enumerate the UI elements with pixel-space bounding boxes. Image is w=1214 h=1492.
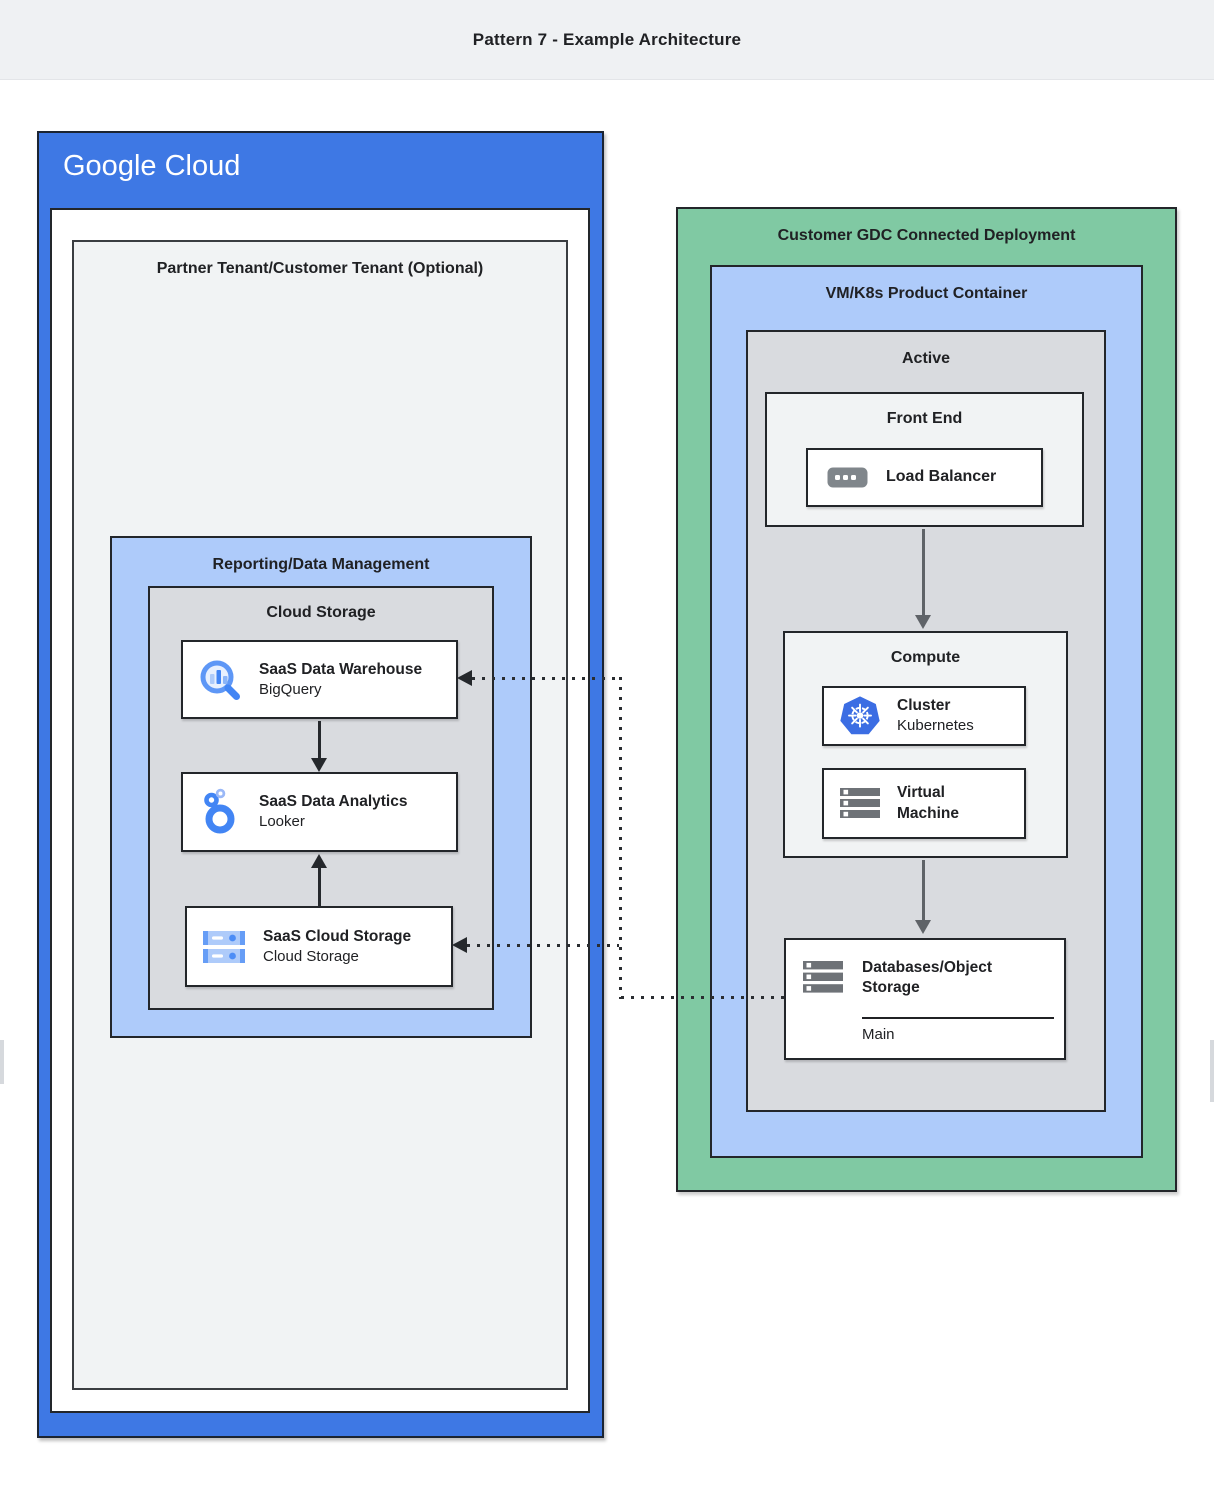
looker-icon (197, 788, 243, 836)
card-title: Cluster (897, 697, 951, 715)
page-edge-left (0, 1040, 4, 1084)
card-saas-data-warehouse: SaaS Data Warehouse BigQuery (181, 640, 458, 719)
arrow-frontend-to-compute (922, 529, 925, 616)
dotted-arrowhead-to-warehouse (457, 670, 472, 686)
card-title: Databases/Object Storage (862, 959, 993, 997)
arrow-compute-to-databases (922, 860, 925, 921)
card-title: SaaS Data Analytics (259, 793, 408, 811)
compute-title: Compute (890, 649, 961, 666)
reporting-title: Reporting/Data Management (212, 556, 430, 573)
dotted-line-to-cloud-storage (467, 944, 619, 947)
card-subtitle: Kubernetes (897, 717, 974, 735)
databases-main-label: Main (862, 1026, 895, 1043)
google-cloud-logo: Google Cloud (63, 150, 240, 183)
google-cloud-logo-text: Google Cloud (63, 150, 241, 182)
card-title: SaaS Data Warehouse (259, 660, 423, 678)
card-saas-data-analytics: SaaS Data Analytics Looker (181, 772, 458, 852)
card-title: Virtual Machine (897, 784, 960, 822)
databases-divider (862, 1017, 1054, 1019)
card-title: Load Balancer (886, 468, 997, 486)
page-header: Pattern 7 - Example Architecture (0, 0, 1214, 80)
card-cluster: Cluster Kubernetes (822, 686, 1026, 746)
partner-tenant-title: Partner Tenant/Customer Tenant (Optional… (156, 260, 484, 277)
active-title: Active (901, 350, 951, 367)
card-saas-cloud-storage: SaaS Cloud Storage Cloud Storage (185, 906, 453, 987)
card-title: SaaS Cloud Storage (263, 927, 412, 945)
cloud-storage-title: Cloud Storage (266, 604, 376, 621)
arrowhead-storage-to-analytics (311, 854, 327, 868)
bigquery-icon (197, 657, 243, 703)
page-title: Pattern 7 - Example Architecture (472, 29, 742, 49)
kubernetes-icon (837, 695, 883, 738)
card-databases-object-storage: Databases/Object Storage Main (784, 938, 1066, 1060)
page-edge-right (1210, 1040, 1214, 1102)
arrowhead-compute-to-databases (915, 920, 931, 934)
dotted-line-vertical (619, 677, 622, 999)
virtual-machine-icon (839, 787, 881, 820)
card-virtual-machine: Virtual Machine (822, 768, 1026, 839)
vmk8s-title: VM/K8s Product Container (825, 285, 1028, 302)
arrow-warehouse-to-analytics (318, 721, 321, 759)
gdc-title: Customer GDC Connected Deployment (777, 227, 1076, 244)
dotted-arrowhead-to-cloud-storage (452, 937, 467, 953)
card-subtitle: Cloud Storage (263, 947, 359, 965)
dotted-line-to-warehouse (472, 677, 622, 680)
dotted-line-from-databases (621, 996, 784, 999)
arrow-storage-to-analytics (318, 866, 321, 906)
card-subtitle: Looker (259, 813, 305, 831)
cloud-storage-icon (201, 925, 247, 969)
load-balancer-icon (827, 467, 868, 488)
arrowhead-frontend-to-compute (915, 615, 931, 629)
database-storage-icon (802, 961, 844, 1000)
card-subtitle: BigQuery (259, 680, 322, 698)
front-end-title: Front End (886, 410, 963, 427)
arrowhead-warehouse-to-analytics (311, 758, 327, 772)
card-load-balancer: Load Balancer (806, 448, 1043, 507)
